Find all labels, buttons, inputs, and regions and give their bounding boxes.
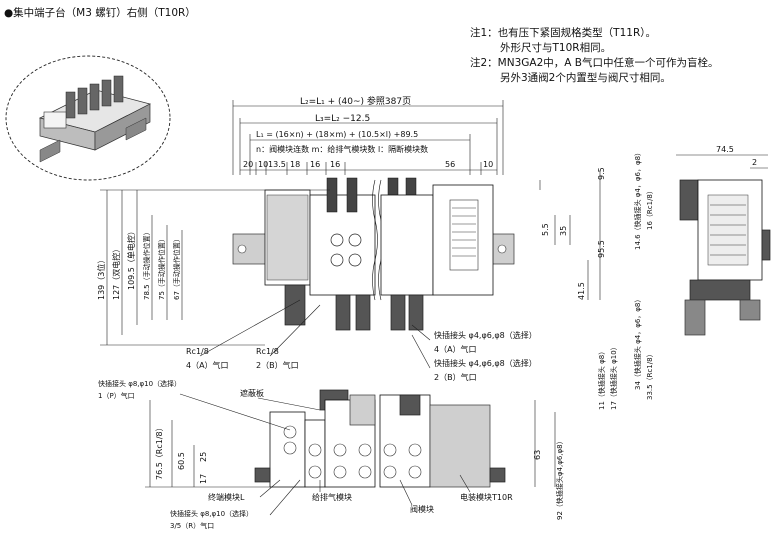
- callout-electrical-block: 电装模块T10R: [460, 492, 513, 502]
- dim-41-5: 41.5: [577, 282, 586, 300]
- callout-rc1: Rc1/8: [186, 347, 209, 356]
- bottom-view: 76.5（Rc1/8） 60.5 25 17 63 92（快插接头φ4,φ6,φ…: [98, 379, 564, 530]
- drawing-title: ●集中端子台（M3 螺钉）右侧（T10R）: [4, 6, 196, 19]
- side-label-33-5: 33.5（Rc1/8）: [646, 350, 654, 400]
- dim-13-5: 13.5: [268, 160, 286, 169]
- dim-67: 67（手动操作位置）: [172, 235, 181, 300]
- callout-fitting-2b: 快插接头 φ4,φ6,φ8（选择）: [434, 358, 537, 368]
- note-1-line-1: 注1：也有压下紧固规格类型（T11R）。: [470, 26, 656, 39]
- callout-fitting-1p: 快插接头 φ8,φ10（选择）: [98, 379, 181, 388]
- callout-port-4a: 4（A）气口: [186, 360, 229, 370]
- callout-fitting-4a: 快插接头 φ4,φ6,φ8（选择）: [434, 330, 537, 340]
- dim-20: 20: [243, 160, 253, 169]
- front-view: [232, 177, 515, 331]
- side-label-16: 16（Rc1/8）: [646, 187, 654, 230]
- dim-16b: 16: [330, 160, 340, 169]
- dim-9-5: 9.5: [597, 167, 606, 180]
- dim-56: 56: [445, 160, 455, 169]
- dim-16a: 16: [310, 160, 320, 169]
- dim-legend: n：阀模块连数 m：给排气模块数 l：隔断模块数: [256, 144, 428, 154]
- dim-10: 10: [258, 160, 268, 169]
- callout-fitting-2b-port: 2（B）气口: [434, 372, 477, 382]
- dim-2: 2: [752, 158, 757, 167]
- callout-shield-plate: 遮蔽板: [240, 388, 264, 398]
- dim-60-5: 60.5: [177, 452, 186, 470]
- left-dimensions: 139（3位） 127（双电控） 109.5（单电控） 78.5（手动操作位置）…: [96, 189, 330, 346]
- dim-35: 35: [559, 226, 568, 236]
- callout-port-35: 3/5（R）气口: [170, 521, 214, 530]
- dim-109-5: 109.5（单电控）: [126, 227, 136, 290]
- callout-fitting-4a-port: 4（A）气口: [434, 344, 477, 354]
- right-dimensions: 9.5 5.5 35 95.5 41.5: [539, 167, 606, 300]
- note-2-line-2: 另外3通阀2个内置型与阀尺寸相同。: [500, 71, 671, 84]
- dim-92: 92（快插接头φ4,φ6,φ8）: [555, 437, 564, 520]
- note-2-line-1: 注2：MN3GA2中，A B气口中任意一个可作为盲栓。: [470, 56, 719, 69]
- dim-95-5: 95.5: [597, 240, 606, 258]
- dim-l3: L₃=L₂ −12.5: [315, 114, 370, 124]
- top-dimensions: L₂=L₁ + (40~) 参照387页 L₃=L₂ −12.5 L₁ = (1…: [232, 95, 504, 175]
- dim-l1: L₁ = (16×n) + (18×m) + (10.5×l) +89.5: [256, 130, 418, 139]
- dim-127: 127（双电控）: [111, 245, 121, 300]
- dim-63: 63: [533, 450, 542, 460]
- callout-end-block-l: 终端模块L: [208, 492, 245, 502]
- dim-17: 17: [199, 474, 208, 484]
- dim-l2: L₂=L₁ + (40~) 参照387页: [300, 95, 411, 107]
- callout-port-1p: 1（P）气口: [98, 391, 135, 400]
- middle-callouts: Rc1/8 4（A）气口 Rc1/8 2（B）气口 快插接头 φ4,φ6,φ8（…: [186, 299, 537, 382]
- callout-port-2b: 2（B）气口: [256, 360, 299, 370]
- dim-18: 18: [290, 160, 300, 169]
- dim-139: 139（3位）: [96, 256, 106, 300]
- callout-rc2: Rc1/8: [256, 347, 279, 356]
- dim-76-5: 76.5（Rc1/8）: [155, 423, 164, 480]
- callout-supply-block: 给排气模块: [312, 492, 352, 502]
- dim-78-5: 78.5（手动操作位置）: [142, 228, 151, 300]
- side-label-34: 34（快插接头 φ4，φ6，φ8）: [633, 296, 642, 390]
- side-label-11: 11（快插接头 φ8）: [597, 348, 606, 410]
- callout-fitting-35: 快插接头 φ8,φ10（选择）: [170, 509, 253, 518]
- dim-5-5: 5.5: [541, 223, 550, 236]
- dim-10b: 10: [483, 160, 493, 169]
- side-label-14-6: 14.6（快插接头 φ4，φ6，φ8）: [633, 149, 642, 250]
- side-label-17: 17（快插接头 φ10）: [609, 343, 618, 410]
- side-view: 74.5 2 14.6（快插接头 φ4，φ6，φ8） 16（Rc1/8） 34（…: [597, 145, 771, 410]
- dim-25: 25: [199, 452, 208, 462]
- dim-74-5: 74.5: [716, 145, 734, 154]
- note-1-line-2: 外形尺寸与T10R相同。: [500, 41, 611, 54]
- isometric-thumbnail: [5, 55, 171, 181]
- callout-valve-block: 阀模块: [410, 504, 434, 514]
- dim-75: 75（手动操作位置）: [157, 235, 166, 300]
